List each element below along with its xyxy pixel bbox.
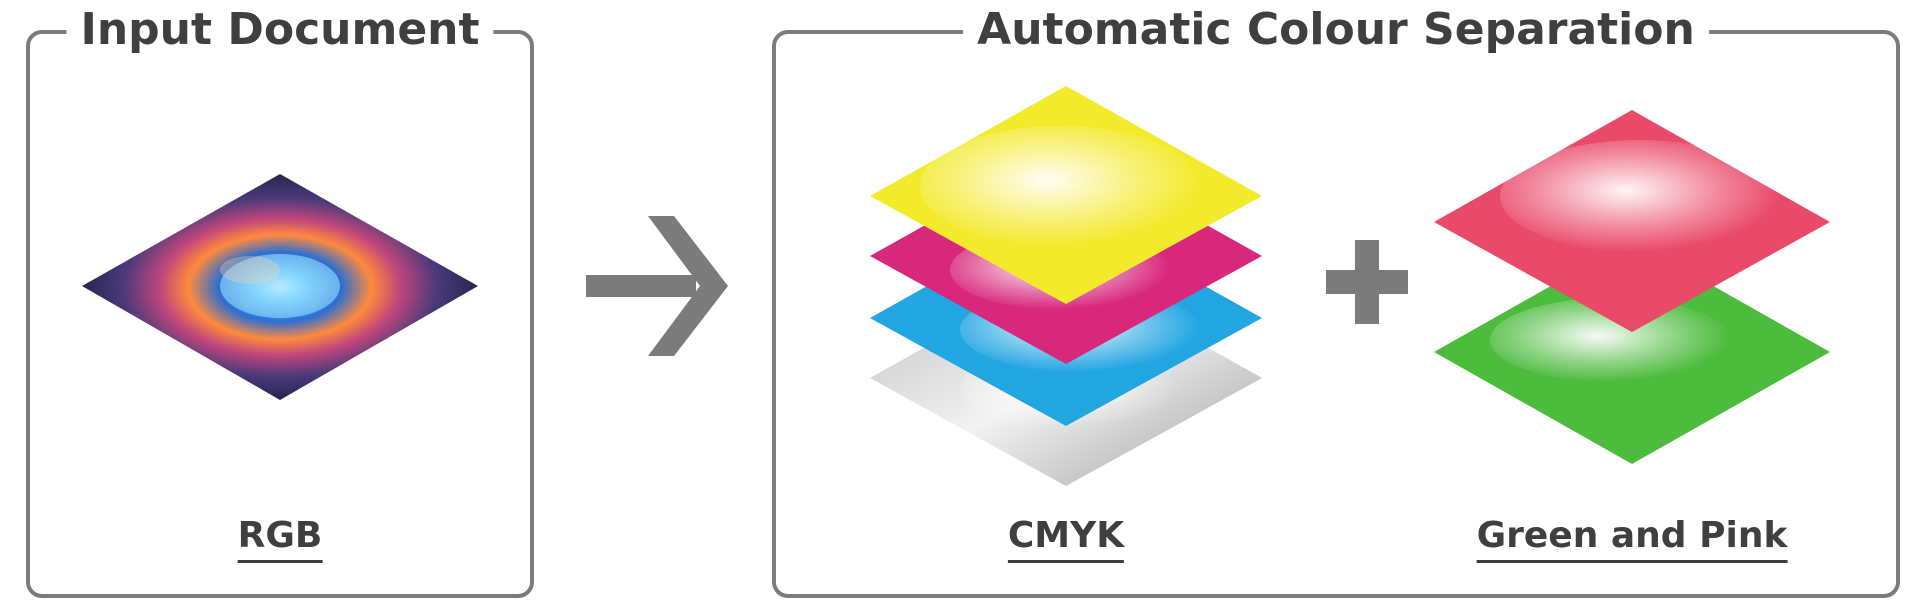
arrow-right-icon: [586, 216, 728, 356]
cmyk-caption: CMYK: [1007, 516, 1125, 563]
rgb-image-layer: [82, 174, 478, 400]
green-plate-layer: [1434, 240, 1830, 464]
pink-plate-layer: [1434, 110, 1830, 332]
input-panel-title: Input Document: [66, 6, 494, 54]
plus-icon: [1326, 240, 1408, 324]
input-document-panel: Input Document: [26, 6, 534, 598]
colour-separation-panel: Automatic Colour Separation: [772, 6, 1900, 598]
rgb-caption: RGB: [237, 516, 323, 563]
separation-panel-title: Automatic Colour Separation: [963, 6, 1709, 54]
green-and-pink-caption: Green and Pink: [1476, 516, 1788, 563]
yellow-plate-layer: [870, 86, 1262, 304]
